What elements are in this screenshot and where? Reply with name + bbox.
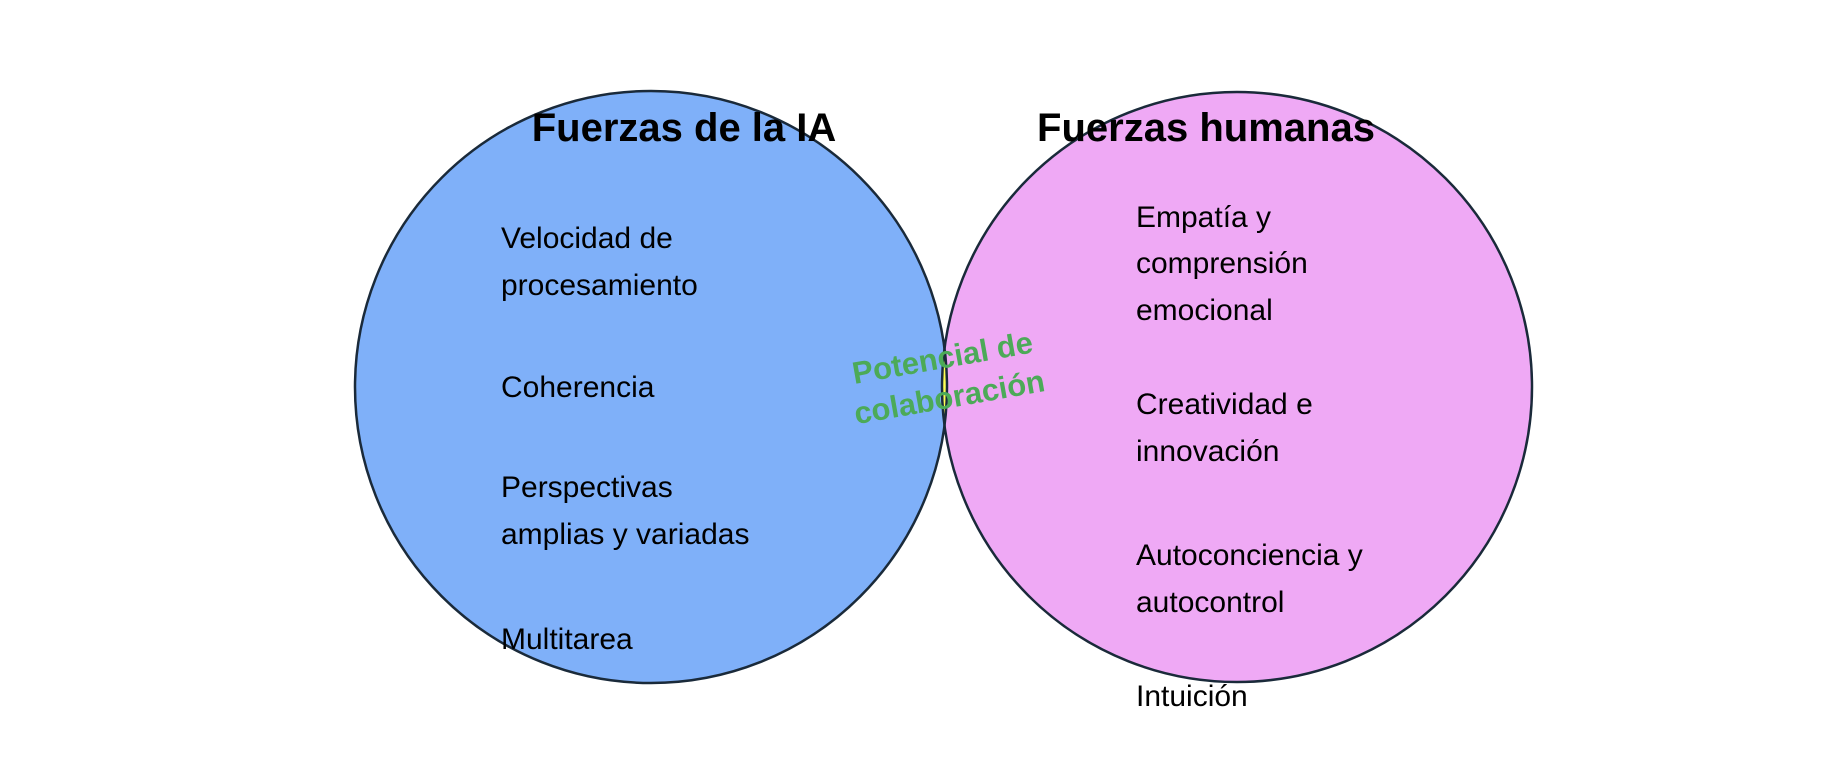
list-item: autocontrol — [1136, 586, 1284, 619]
list-item: amplias y variadas — [501, 518, 749, 551]
list-item: Perspectivas — [501, 471, 673, 504]
human-strengths-circle — [942, 92, 1532, 682]
list-item: Creatividad e — [1136, 388, 1313, 421]
list-item: Autoconciencia y — [1136, 539, 1363, 572]
list-item: emocional — [1136, 294, 1273, 327]
list-item: innovación — [1136, 435, 1279, 468]
ai-strengths-circle — [355, 91, 947, 683]
human-strengths-list: Empatía y comprensión emocional Creativi… — [1136, 201, 1363, 713]
ai-circle-outline — [353, 89, 949, 685]
list-item: comprensión — [1136, 247, 1308, 280]
list-item: Intuición — [1136, 680, 1248, 713]
list-item: procesamiento — [501, 269, 698, 302]
list-item: Empatía y — [1136, 201, 1271, 234]
list-item: Coherencia — [501, 371, 655, 404]
list-item: Multitarea — [501, 623, 633, 656]
ai-strengths-title: Fuerzas de la IA — [532, 106, 837, 150]
list-item: Velocidad de — [501, 222, 673, 255]
human-circle-outline — [940, 90, 1534, 684]
human-strengths-title: Fuerzas humanas — [1037, 106, 1375, 150]
ai-strengths-list: Velocidad de procesamiento Coherencia Pe… — [501, 222, 749, 656]
